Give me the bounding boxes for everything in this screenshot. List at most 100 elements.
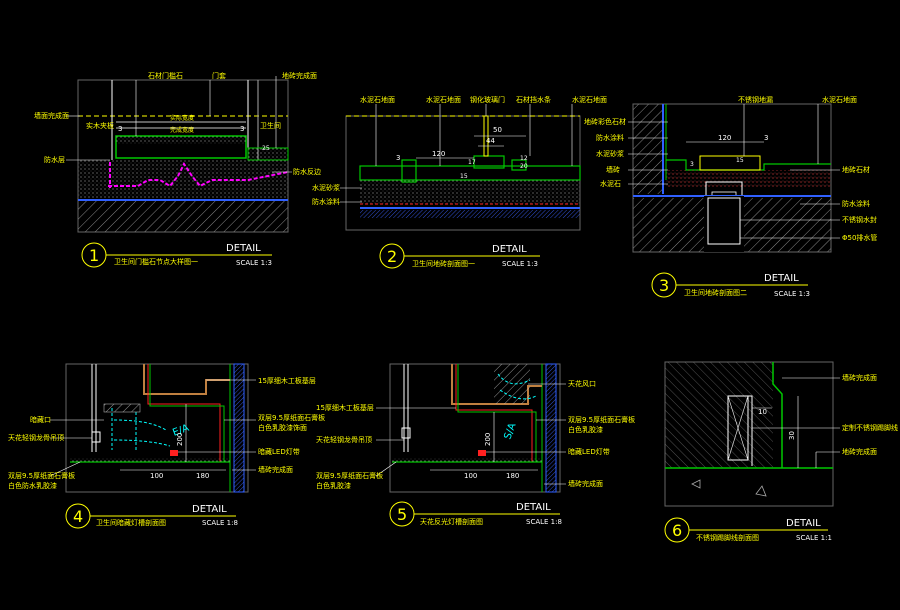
detail-6-dim: 10: [758, 408, 767, 416]
detail-2-scale: SCALE 1:3: [502, 260, 538, 268]
detail-3-label: 水泥石地面: [822, 95, 857, 104]
detail-2-number: 2: [387, 247, 397, 266]
detail-5-label: 墙砖完成面: [568, 479, 603, 488]
detail-5-wall: [545, 363, 557, 493]
detail-4-dim: 180: [196, 472, 209, 480]
detail-5: 天花风口 15厚细木工板基层 双层9.5厚纸面石膏板 白色乳胶漆 天花轻钢龙骨吊…: [316, 363, 635, 527]
detail-3-dim: 120: [718, 134, 731, 142]
detail-5-label: 双层9.5厚纸面石膏板: [316, 471, 383, 480]
detail-4-diffuser: [103, 403, 141, 413]
detail-6: 墙砖完成面 定制不锈钢踢脚线 地砖完成面 10 30 6 DETAIL 不锈钢踢…: [664, 361, 898, 543]
detail-2-tile-layer: [359, 165, 581, 181]
detail-1-dim: 3: [240, 125, 244, 133]
detail-5-airflow-tag: S/A: [502, 422, 518, 441]
detail-4-label: 白色乳胶漆饰面: [258, 423, 307, 432]
detail-4-airflow-2: [113, 439, 171, 447]
detail-6-steel-plate: [748, 395, 753, 466]
detail-3-drain-top: [699, 155, 761, 171]
detail-1-dim: 25: [262, 145, 270, 152]
detail-4-detail-word: DETAIL: [192, 504, 227, 515]
detail-2: 水泥石地面 水泥石地面 钢化玻璃门 石材挡水条 水泥石地面 水泥砂浆 防水涂料 …: [312, 95, 607, 269]
detail-1-label: 防水反边: [293, 167, 321, 176]
detail-5-dim: 100: [464, 472, 477, 480]
detail-3-number: 3: [659, 276, 669, 295]
detail-2-label: 防水涂料: [312, 197, 340, 206]
detail-4-frame: [65, 363, 249, 493]
detail-3-scale: SCALE 1:3: [774, 290, 810, 298]
detail-3-label: 水泥砂浆: [596, 149, 624, 158]
detail-1-scale: SCALE 1:3: [236, 259, 272, 267]
detail-3-wall-hatch: [633, 104, 663, 194]
detail-3-label: 不锈钢地漏: [738, 95, 773, 104]
detail-2-title: 卫生间地砖剖面图一: [412, 259, 475, 268]
detail-4-dim: 100: [150, 472, 163, 480]
detail-1-label: 完成宽度: [170, 126, 194, 134]
detail-1-label: 门套: [212, 71, 226, 80]
detail-5-frame: [389, 363, 561, 493]
detail-4-leader-g: [49, 461, 81, 477]
detail-4-led: [170, 450, 178, 456]
detail-4-label: 15厚细木工板基层: [258, 376, 316, 385]
detail-2-slab-top: [360, 210, 580, 218]
detail-6-skirting-x2: [727, 395, 749, 461]
detail-3-dim: 3: [690, 161, 694, 168]
detail-3-pipe: [707, 197, 741, 245]
detail-2-dim: 120: [432, 150, 445, 158]
detail-2-dim: 17: [468, 159, 476, 166]
detail-3-label: 墙砖: [606, 165, 620, 174]
detail-1-detail-word: DETAIL: [226, 243, 261, 254]
detail-6-title: 不锈钢踢脚线剖面图: [696, 533, 759, 542]
detail-5-label: 白色乳胶漆: [568, 425, 603, 434]
detail-5-label: 双层9.5厚纸面石膏板: [568, 415, 635, 424]
detail-5-leader-g: [375, 461, 397, 477]
detail-4-label: 双层9.5厚纸面石膏板: [8, 471, 75, 480]
detail-1-mortar: [78, 160, 288, 198]
detail-1-dim: 3: [118, 125, 122, 133]
detail-4-number: 4: [73, 507, 83, 526]
detail-2-label: 钢化玻璃门: [470, 95, 505, 104]
detail-1-number: 1: [89, 246, 99, 265]
detail-1-threshold-fill: [116, 136, 246, 144]
detail-3-title: 卫生间地砖剖面图二: [684, 288, 747, 297]
detail-6-aggregate-2: [755, 485, 767, 497]
detail-2-dim: 3: [396, 154, 400, 162]
detail-5-number: 5: [397, 505, 407, 524]
detail-1-label: 实际宽度: [170, 114, 194, 122]
detail-5-dim: 200: [484, 433, 492, 446]
detail-3-detail-word: DETAIL: [764, 273, 799, 284]
detail-1-label: 防水层: [44, 155, 65, 164]
detail-1-label: 地砖完成面: [282, 71, 317, 80]
detail-6-number: 6: [672, 521, 682, 540]
detail-4-hanger-clip: [91, 431, 101, 443]
detail-5-label: 天花轻钢龙骨吊顶: [316, 435, 372, 444]
detail-5-dim: 180: [506, 472, 519, 480]
detail-4-label: 天花轻钢龙骨吊顶: [8, 433, 64, 442]
detail-3-label: 防水涂料: [596, 133, 624, 142]
detail-2-detail-word: DETAIL: [492, 244, 527, 255]
detail-3-drain-opening: [704, 196, 744, 252]
detail-5-airflow-1: [497, 373, 531, 385]
detail-5-led: [478, 450, 486, 456]
detail-5-label: 天花风口: [568, 379, 596, 388]
detail-2-dim: 15: [460, 173, 468, 180]
detail-4-gypsum-green: [149, 364, 225, 462]
detail-2-dim: 20: [520, 163, 528, 170]
detail-3-dim: 3: [764, 134, 768, 142]
detail-1-slab: [78, 201, 288, 232]
detail-3: 不锈钢地漏 水泥石地面 地砖彩色石材 防水涂料 水泥砂浆 墙砖 水泥石 地砖石材…: [584, 95, 877, 298]
detail-2-label: 水泥石地面: [572, 95, 607, 104]
detail-4-label: 暗藏口: [30, 415, 51, 424]
detail-3-dim: 15: [736, 157, 744, 164]
detail-3-label: 不锈钢水封: [842, 215, 877, 224]
detail-3-mortar: [666, 170, 831, 188]
detail-4: 15厚细木工板基层 双层9.5厚纸面石膏板 白色乳胶漆饰面 暗藏LED灯带 墙砖…: [8, 363, 325, 529]
detail-2-label: 水泥石地面: [360, 95, 395, 104]
detail-1-label: 卫生间: [260, 121, 281, 130]
detail-2-dim: 12: [520, 155, 528, 162]
detail-4-airflow-1: [113, 419, 167, 431]
detail-1: 石材门槛石 门套 地砖完成面 墙面完成面 实木夹板 实际宽度 完成宽度 卫生间 …: [34, 71, 321, 268]
detail-4-wall: [233, 363, 245, 493]
detail-3-label: Φ50排水管: [842, 233, 877, 242]
detail-3-label: 地砖彩色石材: [584, 117, 626, 126]
detail-3-label: 水泥石: [600, 179, 621, 188]
